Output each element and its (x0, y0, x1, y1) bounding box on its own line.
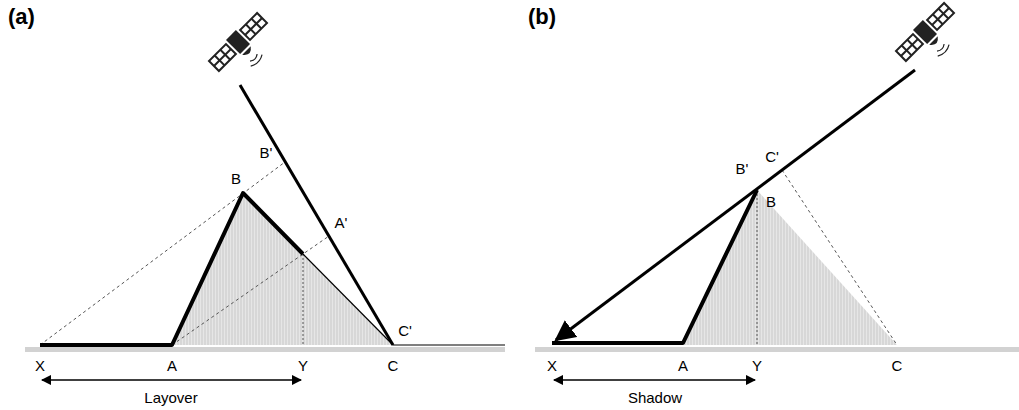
drop-line (303, 254, 304, 345)
point-label: C' (398, 323, 412, 338)
point-label: X (547, 358, 557, 373)
point-label: Y (752, 358, 762, 373)
extent-label: Layover (144, 390, 197, 405)
panel-letter: (a) (8, 6, 35, 28)
satellite-icon (894, 1, 969, 76)
terrain-profile (40, 193, 303, 345)
point-label: Y (298, 358, 308, 373)
ground-band (25, 347, 505, 352)
point-label: B (231, 171, 241, 186)
shadow-shading (683, 190, 897, 345)
projection-line (40, 162, 285, 345)
panel-a-drawing (25, 11, 505, 380)
extent-arrow (42, 379, 301, 381)
panel-letter: (b) (528, 6, 556, 28)
drop-line (757, 190, 758, 345)
mountain-shading (172, 193, 393, 345)
point-label: B' (260, 145, 273, 160)
point-label: X (35, 358, 45, 373)
point-label: C' (765, 149, 779, 164)
satellite-icon (207, 11, 282, 86)
point-label: C (892, 358, 903, 373)
point-label: A' (335, 215, 348, 230)
ground-band (535, 347, 1019, 352)
ground-line (393, 344, 505, 345)
panel-b-drawing (535, 1, 1019, 380)
radar-beam (240, 85, 393, 345)
radar-beam (556, 70, 915, 340)
extent-arrow (554, 379, 755, 381)
point-label: B' (736, 161, 749, 176)
extent-label: Shadow (628, 390, 682, 405)
projection-line (782, 170, 897, 345)
point-label: B (766, 194, 776, 209)
point-label: A (167, 358, 177, 373)
point-label: A (678, 358, 688, 373)
point-label: C (388, 358, 399, 373)
